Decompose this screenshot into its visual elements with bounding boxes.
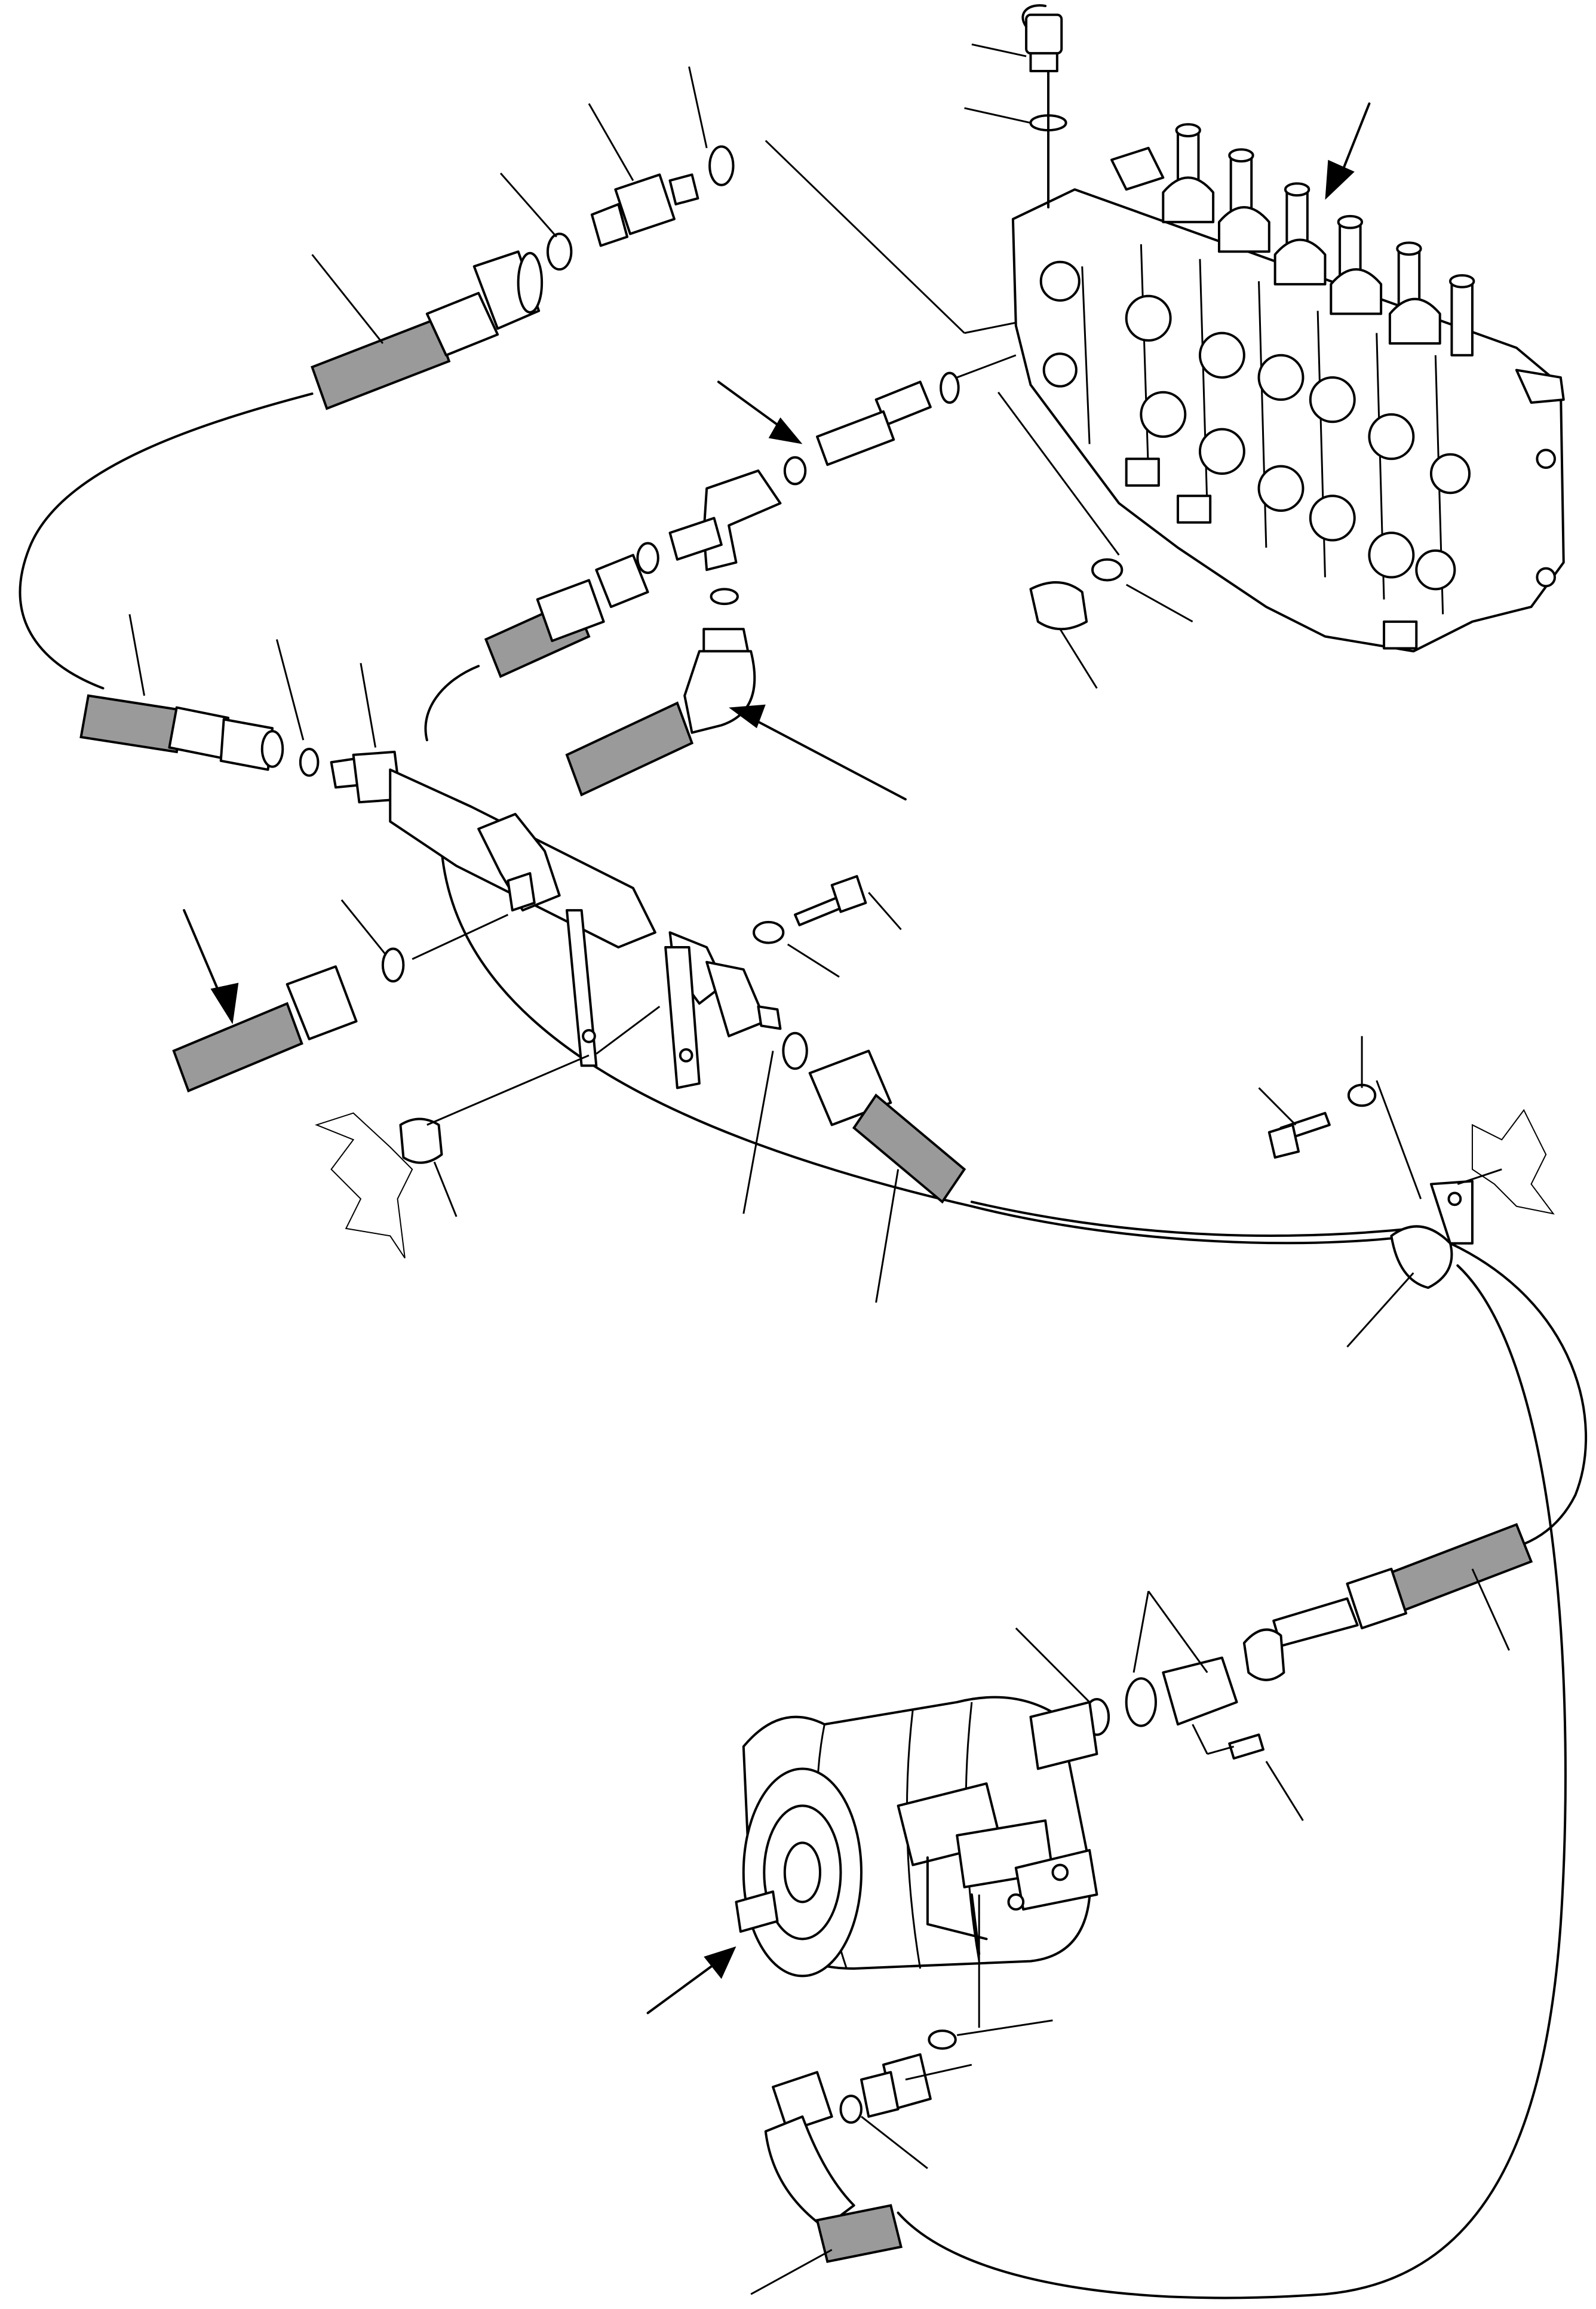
callout-arrow-valve — [1325, 103, 1369, 200]
tee-bolt — [754, 876, 901, 977]
hose-right-loop — [1450, 1243, 1586, 1547]
hydraulic-pump — [648, 1697, 1097, 2013]
hose-lines — [20, 394, 1586, 2298]
tee-manifold — [390, 770, 780, 1088]
hose-clamp — [1259, 1036, 1554, 1347]
hose-loop-left — [20, 394, 312, 688]
hose-main-curve-2 — [972, 1202, 1413, 1236]
pump-inlet-elbow — [751, 1895, 1052, 2294]
hose-right-down — [898, 1266, 1566, 2298]
pump-outlet-fittings — [1016, 1525, 1531, 1821]
middle-tee-assembly — [486, 355, 1015, 799]
top-hose-assembly — [312, 67, 1016, 409]
hose-main-curve — [441, 851, 1413, 1243]
spacer-mount-left — [317, 1055, 589, 1258]
hose-segment-elbow — [425, 666, 478, 740]
control-valve — [1013, 124, 1564, 651]
left-hose-assembly — [81, 614, 401, 802]
tee-right-hose — [744, 1033, 965, 1303]
relief-valve-cap — [965, 5, 1066, 207]
left-lower-hose — [174, 900, 508, 1091]
valve-plug — [998, 392, 1192, 689]
